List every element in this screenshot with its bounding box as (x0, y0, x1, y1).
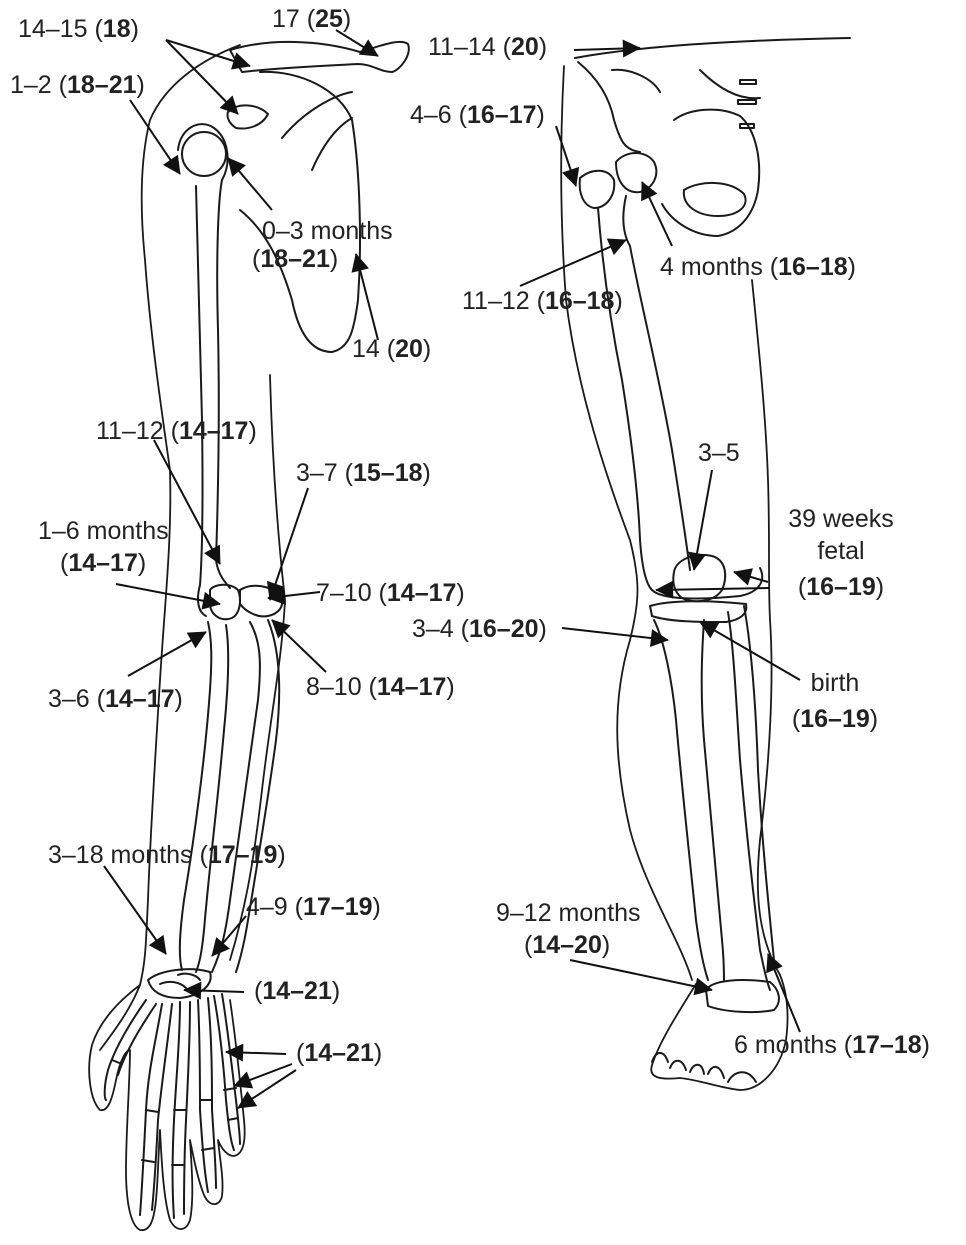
tibia (654, 620, 724, 980)
label-9-12-months: 9–12 months (496, 898, 641, 928)
arrow-3-6 (128, 632, 206, 676)
arrow-carpal (184, 990, 244, 992)
arrow-6-months (768, 954, 800, 1032)
label-3-7: 3–7 (15–18) (296, 458, 431, 488)
metacarpal-4 (198, 998, 216, 1192)
label-birth-range: (16–19) (780, 704, 890, 734)
ulna-inner (196, 625, 228, 972)
arrow-3-18-months (104, 866, 166, 954)
label-3-4: 3–4 (16–20) (412, 614, 547, 644)
label-4-months: 4 months (16–18) (660, 252, 856, 282)
label-4-9: 4–9 (17–19) (246, 892, 381, 922)
arrow-hand-a (226, 1052, 286, 1054)
label-3-5: 3–5 (698, 438, 740, 468)
arrow-3-4 (562, 628, 668, 640)
label-birth: birth (780, 668, 890, 698)
label-11-14: 11–14 (20) (428, 32, 547, 62)
label-8-10: 8–10 (14–17) (306, 672, 455, 702)
label-hand: (14–21) (296, 1038, 382, 1068)
label-11-12-leg: 11–12 (16–18) (462, 286, 623, 316)
scapula (240, 72, 360, 352)
arrow-hand-c (238, 1070, 296, 1108)
label-6-months: 6 months (17–18) (734, 1030, 930, 1060)
label-14-15: 14–15 (18) (18, 14, 139, 44)
obturator-foramen (684, 183, 746, 216)
arrow-0-3-months (228, 158, 272, 210)
label-0-3-months-range: (18–21) (252, 244, 338, 274)
greater-trochanter (580, 171, 615, 208)
arrow-39-weeks-a (656, 588, 770, 590)
hand-outline (89, 985, 245, 1230)
label-9-12-months-range: (14–20) (524, 930, 610, 960)
patella (673, 555, 725, 601)
metacarpal-5 (214, 994, 240, 1150)
sacrum-foramina (738, 80, 756, 128)
label-39-weeks: 39 weeks (776, 504, 906, 534)
label-1-6-months: 1–6 months (38, 516, 169, 546)
humerus (178, 124, 230, 616)
arrow-1-6-months (116, 584, 220, 604)
label-carpal: (14–21) (254, 976, 340, 1006)
label-17: 17 (25) (272, 4, 351, 34)
hand (89, 985, 245, 1230)
label-39-weeks-range: (16–19) (776, 572, 906, 602)
label-7-10: 7–10 (14–17) (316, 578, 465, 608)
pointer-arrows (104, 30, 800, 1108)
arrow-11-12-leg (520, 240, 626, 286)
clavicle (230, 42, 409, 72)
metacarpal-2 (140, 1004, 172, 1215)
ilium (578, 62, 760, 152)
label-1-6-months-range: (14–17) (60, 548, 146, 578)
label-14: 14 (20) (352, 334, 431, 364)
elbow-capitulum (240, 586, 282, 617)
arrow-4-months (642, 182, 672, 246)
label-fetal: fetal (776, 536, 906, 566)
label-3-6: 3–6 (14–17) (48, 684, 183, 714)
label-11-12-arm: 11–12 (14–17) (96, 416, 257, 446)
ulna (180, 622, 211, 970)
carpals (148, 969, 211, 998)
arrow-hand-b (234, 1064, 292, 1086)
label-4-6: 4–6 (16–17) (410, 100, 545, 130)
humeral-head (182, 132, 226, 176)
femoral-head (616, 153, 656, 192)
label-0-3-months: 0–3 months (262, 216, 393, 246)
arrow-14 (356, 254, 378, 340)
fibula (728, 606, 774, 990)
arrow-4-9 (212, 916, 246, 956)
femoral-condyles (652, 568, 762, 598)
arm-outline-inner (230, 375, 285, 960)
arrow-4-6 (556, 126, 576, 186)
leg-outline-lateral (561, 66, 692, 980)
label-1-2: 1–2 (18–21) (10, 70, 145, 100)
tibial-plateau (650, 601, 746, 622)
label-3-18-months: 3–18 months (17–19) (48, 840, 286, 870)
